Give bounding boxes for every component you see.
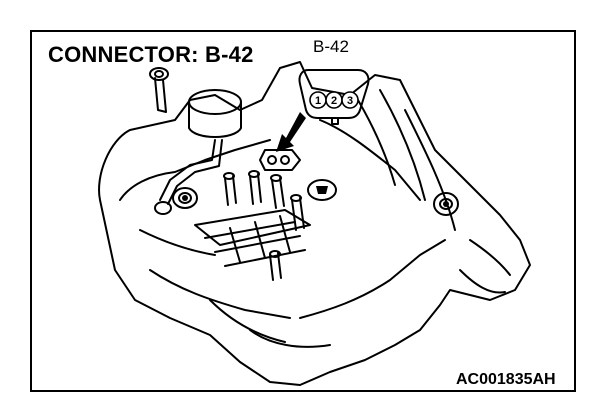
connector-face-outline (298, 69, 370, 119)
target-connector (259, 149, 301, 171)
connector-pin-3 (341, 91, 359, 109)
pointer-arrow (276, 112, 306, 152)
pin-label-3: 3 (347, 95, 353, 107)
far-right-connector (433, 192, 459, 216)
housing-outline (98, 61, 531, 386)
left-connector (172, 187, 198, 209)
connector-label: B-42 (313, 37, 349, 56)
diagram-frame (30, 30, 576, 392)
diagram-title: CONNECTOR: B-42 (48, 42, 254, 67)
reservoir-cap (188, 89, 242, 115)
pin-label-2: 2 (331, 95, 337, 107)
pin-label-1: 1 (315, 95, 321, 107)
valve-body (194, 209, 311, 246)
right-sensor (307, 179, 337, 201)
figure-code: AC001835AH (456, 371, 556, 388)
